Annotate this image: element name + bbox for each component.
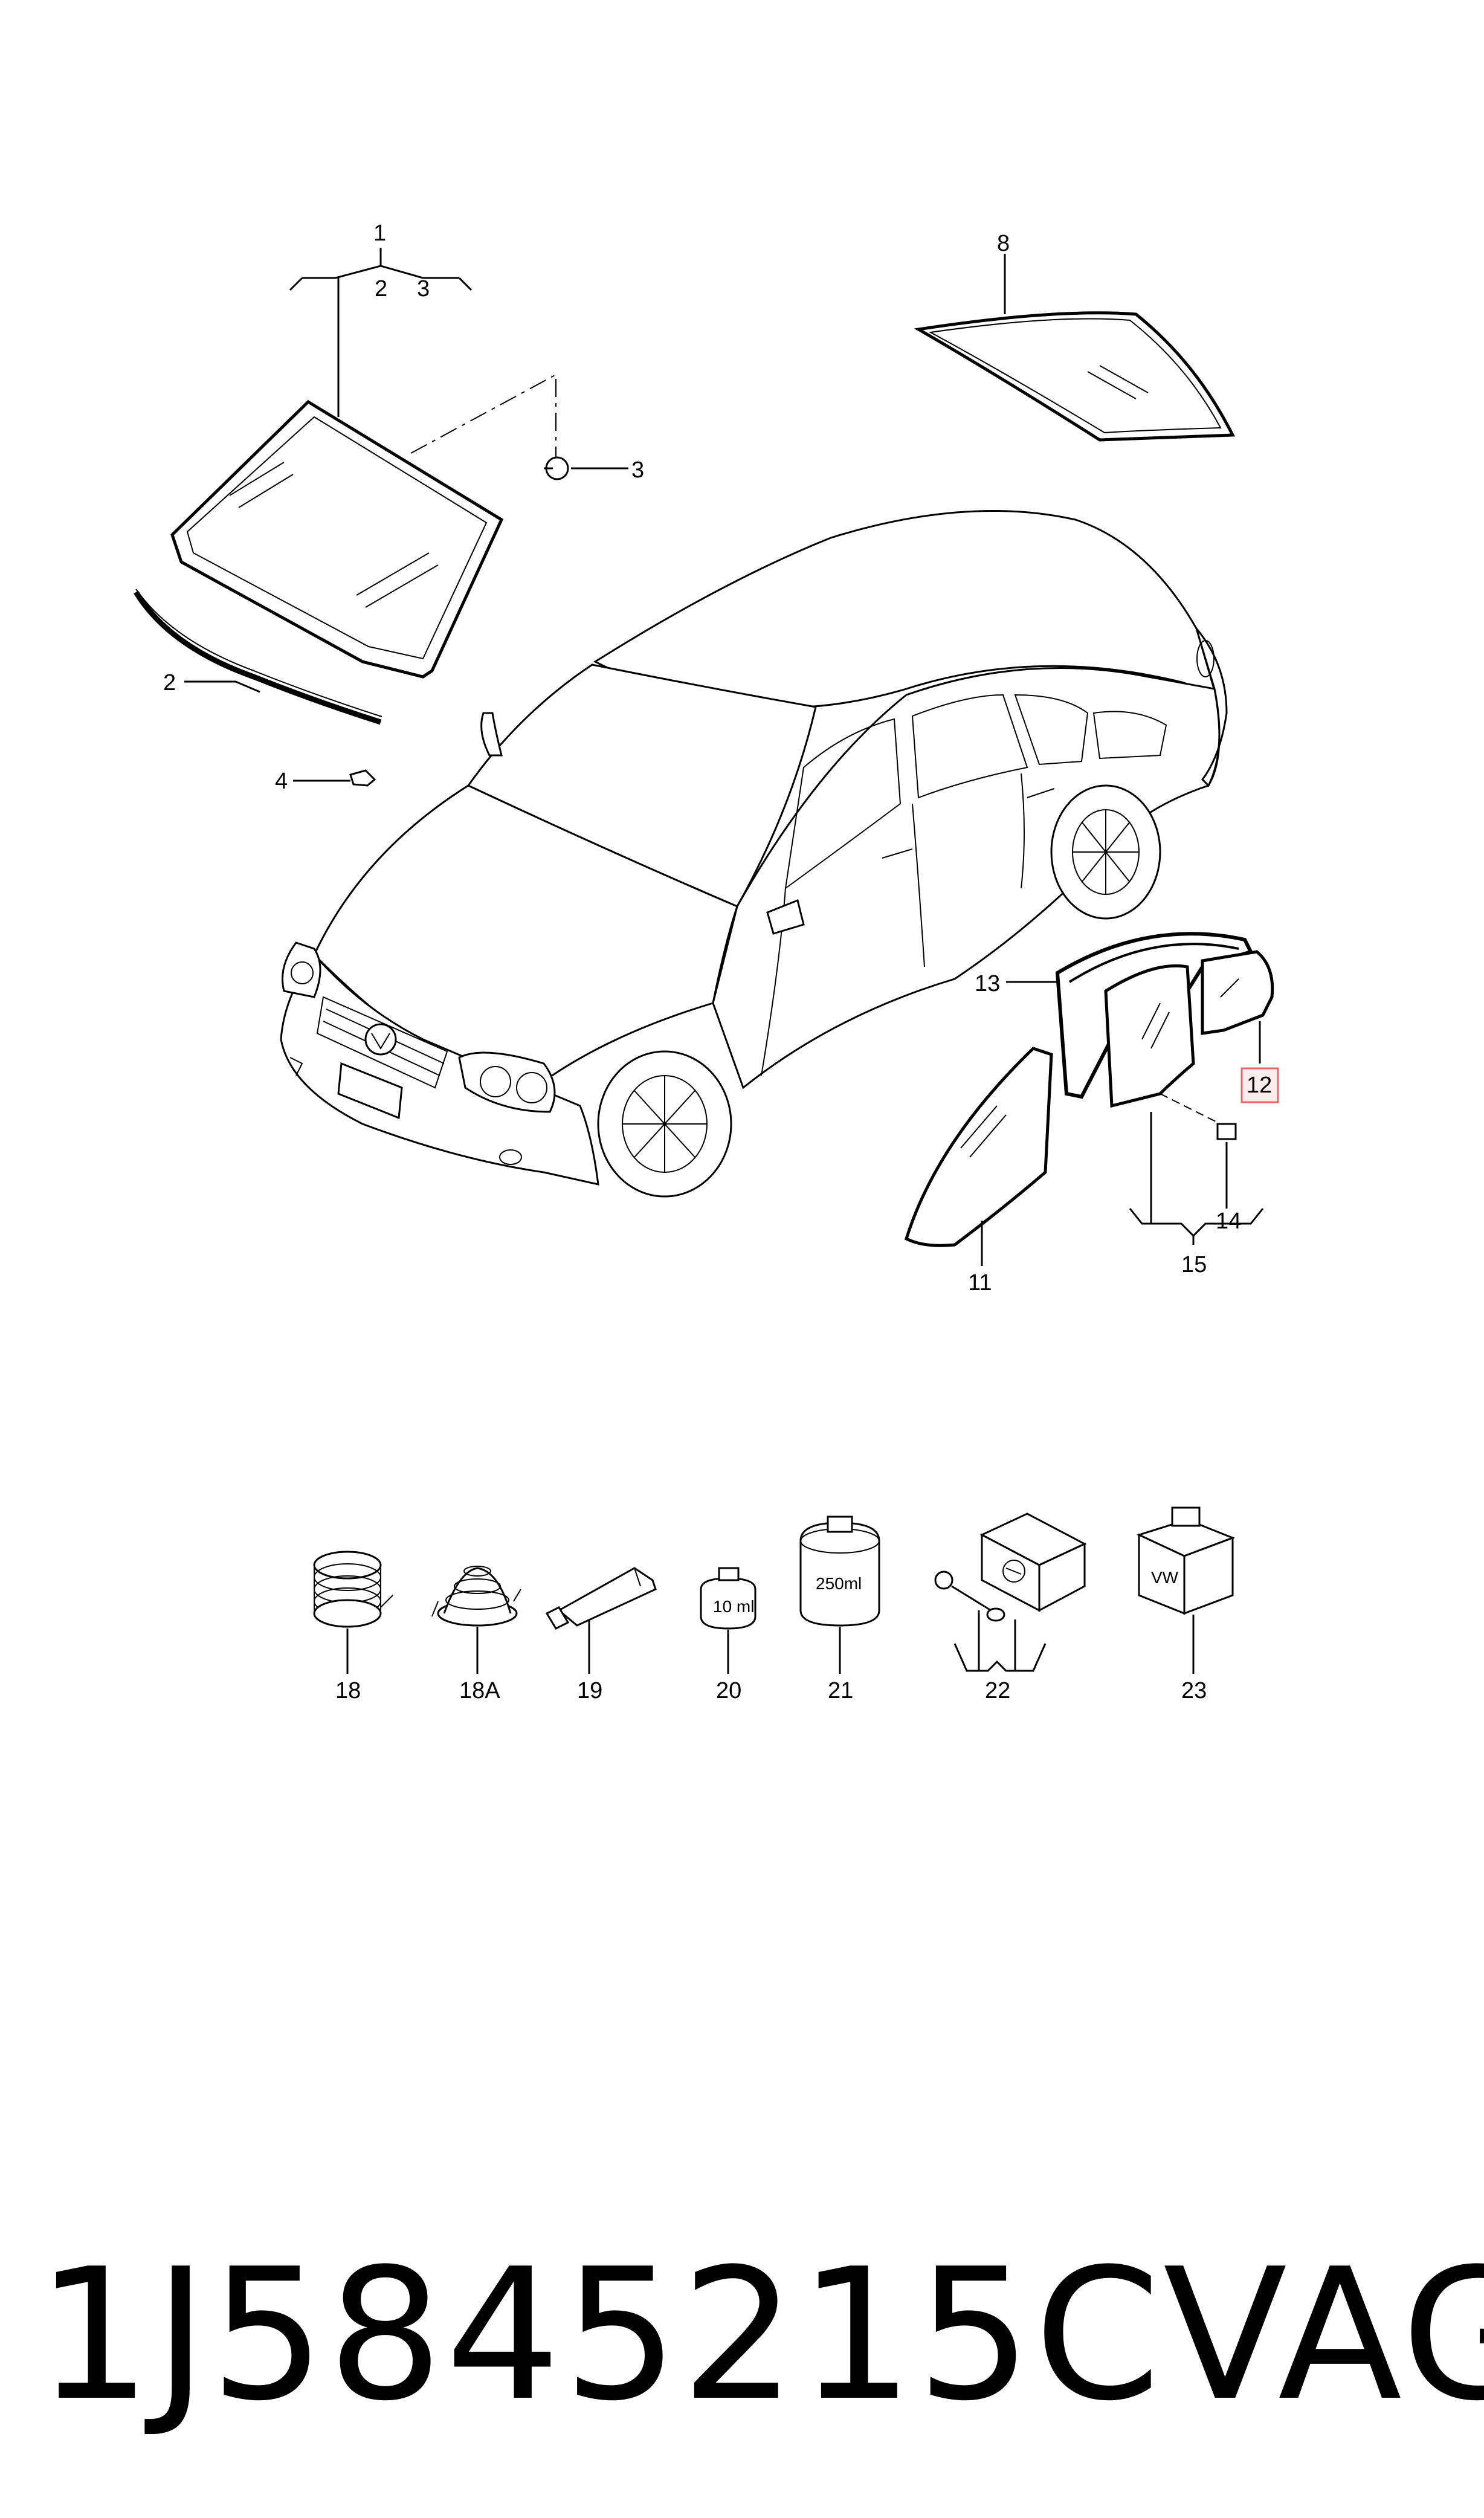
callout-22: 22 xyxy=(985,1678,1010,1703)
applicator-swab xyxy=(934,1571,1005,1622)
callout-4: 4 xyxy=(275,769,288,794)
clip-part-4 xyxy=(349,769,376,787)
rear-door-seal xyxy=(1055,932,1254,1099)
primer-bottle-small: 10 ml xyxy=(700,1567,757,1630)
front-door-glass xyxy=(904,1047,1053,1247)
callout-3: 3 xyxy=(631,457,644,483)
callout-1: 1 xyxy=(373,221,386,246)
callout-13-highlight xyxy=(1240,1067,1279,1103)
sealant-cord-coil xyxy=(313,1551,393,1628)
callout-14: 13 xyxy=(975,971,1000,996)
callout-11: 11 xyxy=(968,1270,992,1296)
vw-kit-box: VW xyxy=(1136,1506,1236,1615)
primer-can: 250ml xyxy=(799,1516,880,1627)
quarter-glass xyxy=(1201,950,1274,1035)
sealant-cord-roll xyxy=(431,1566,521,1627)
callout-13: 12 xyxy=(1247,1073,1272,1098)
callout-23: 23 xyxy=(1181,1678,1207,1703)
callout-1-2: 2 xyxy=(375,276,387,302)
svg-text:250ml: 250ml xyxy=(816,1574,862,1593)
clip-part-3 xyxy=(544,456,569,480)
callout-2: 2 xyxy=(163,670,176,696)
callout-18a: 18A xyxy=(459,1678,500,1703)
brand-label: VAG xyxy=(1163,2230,1484,2441)
windshield xyxy=(170,399,504,679)
rear-door-glass xyxy=(1104,964,1195,1108)
car-illustration xyxy=(280,509,1228,1198)
callout-8: 8 xyxy=(997,231,1010,256)
callout-21: 21 xyxy=(828,1678,853,1703)
callout-1-3: 3 xyxy=(417,276,430,302)
svg-text:10 ml: 10 ml xyxy=(713,1597,754,1616)
part-number: 1J5845215C xyxy=(36,2230,1163,2441)
callout-18: 18 xyxy=(335,1678,361,1703)
callout-15: 14 xyxy=(1216,1209,1241,1234)
adhesive-tube xyxy=(545,1567,657,1630)
windshield-seal xyxy=(134,590,382,725)
callout-19: 19 xyxy=(577,1678,602,1703)
footer: 1J5845215C VAG xyxy=(36,2230,1484,2441)
rear-window xyxy=(914,311,1235,442)
svg-text:VW: VW xyxy=(1151,1568,1179,1587)
callout-12: 15 xyxy=(1181,1252,1207,1277)
callout-20: 20 xyxy=(716,1678,741,1703)
fastener-part-15 xyxy=(1216,1123,1237,1140)
repair-kit-box xyxy=(979,1512,1087,1612)
